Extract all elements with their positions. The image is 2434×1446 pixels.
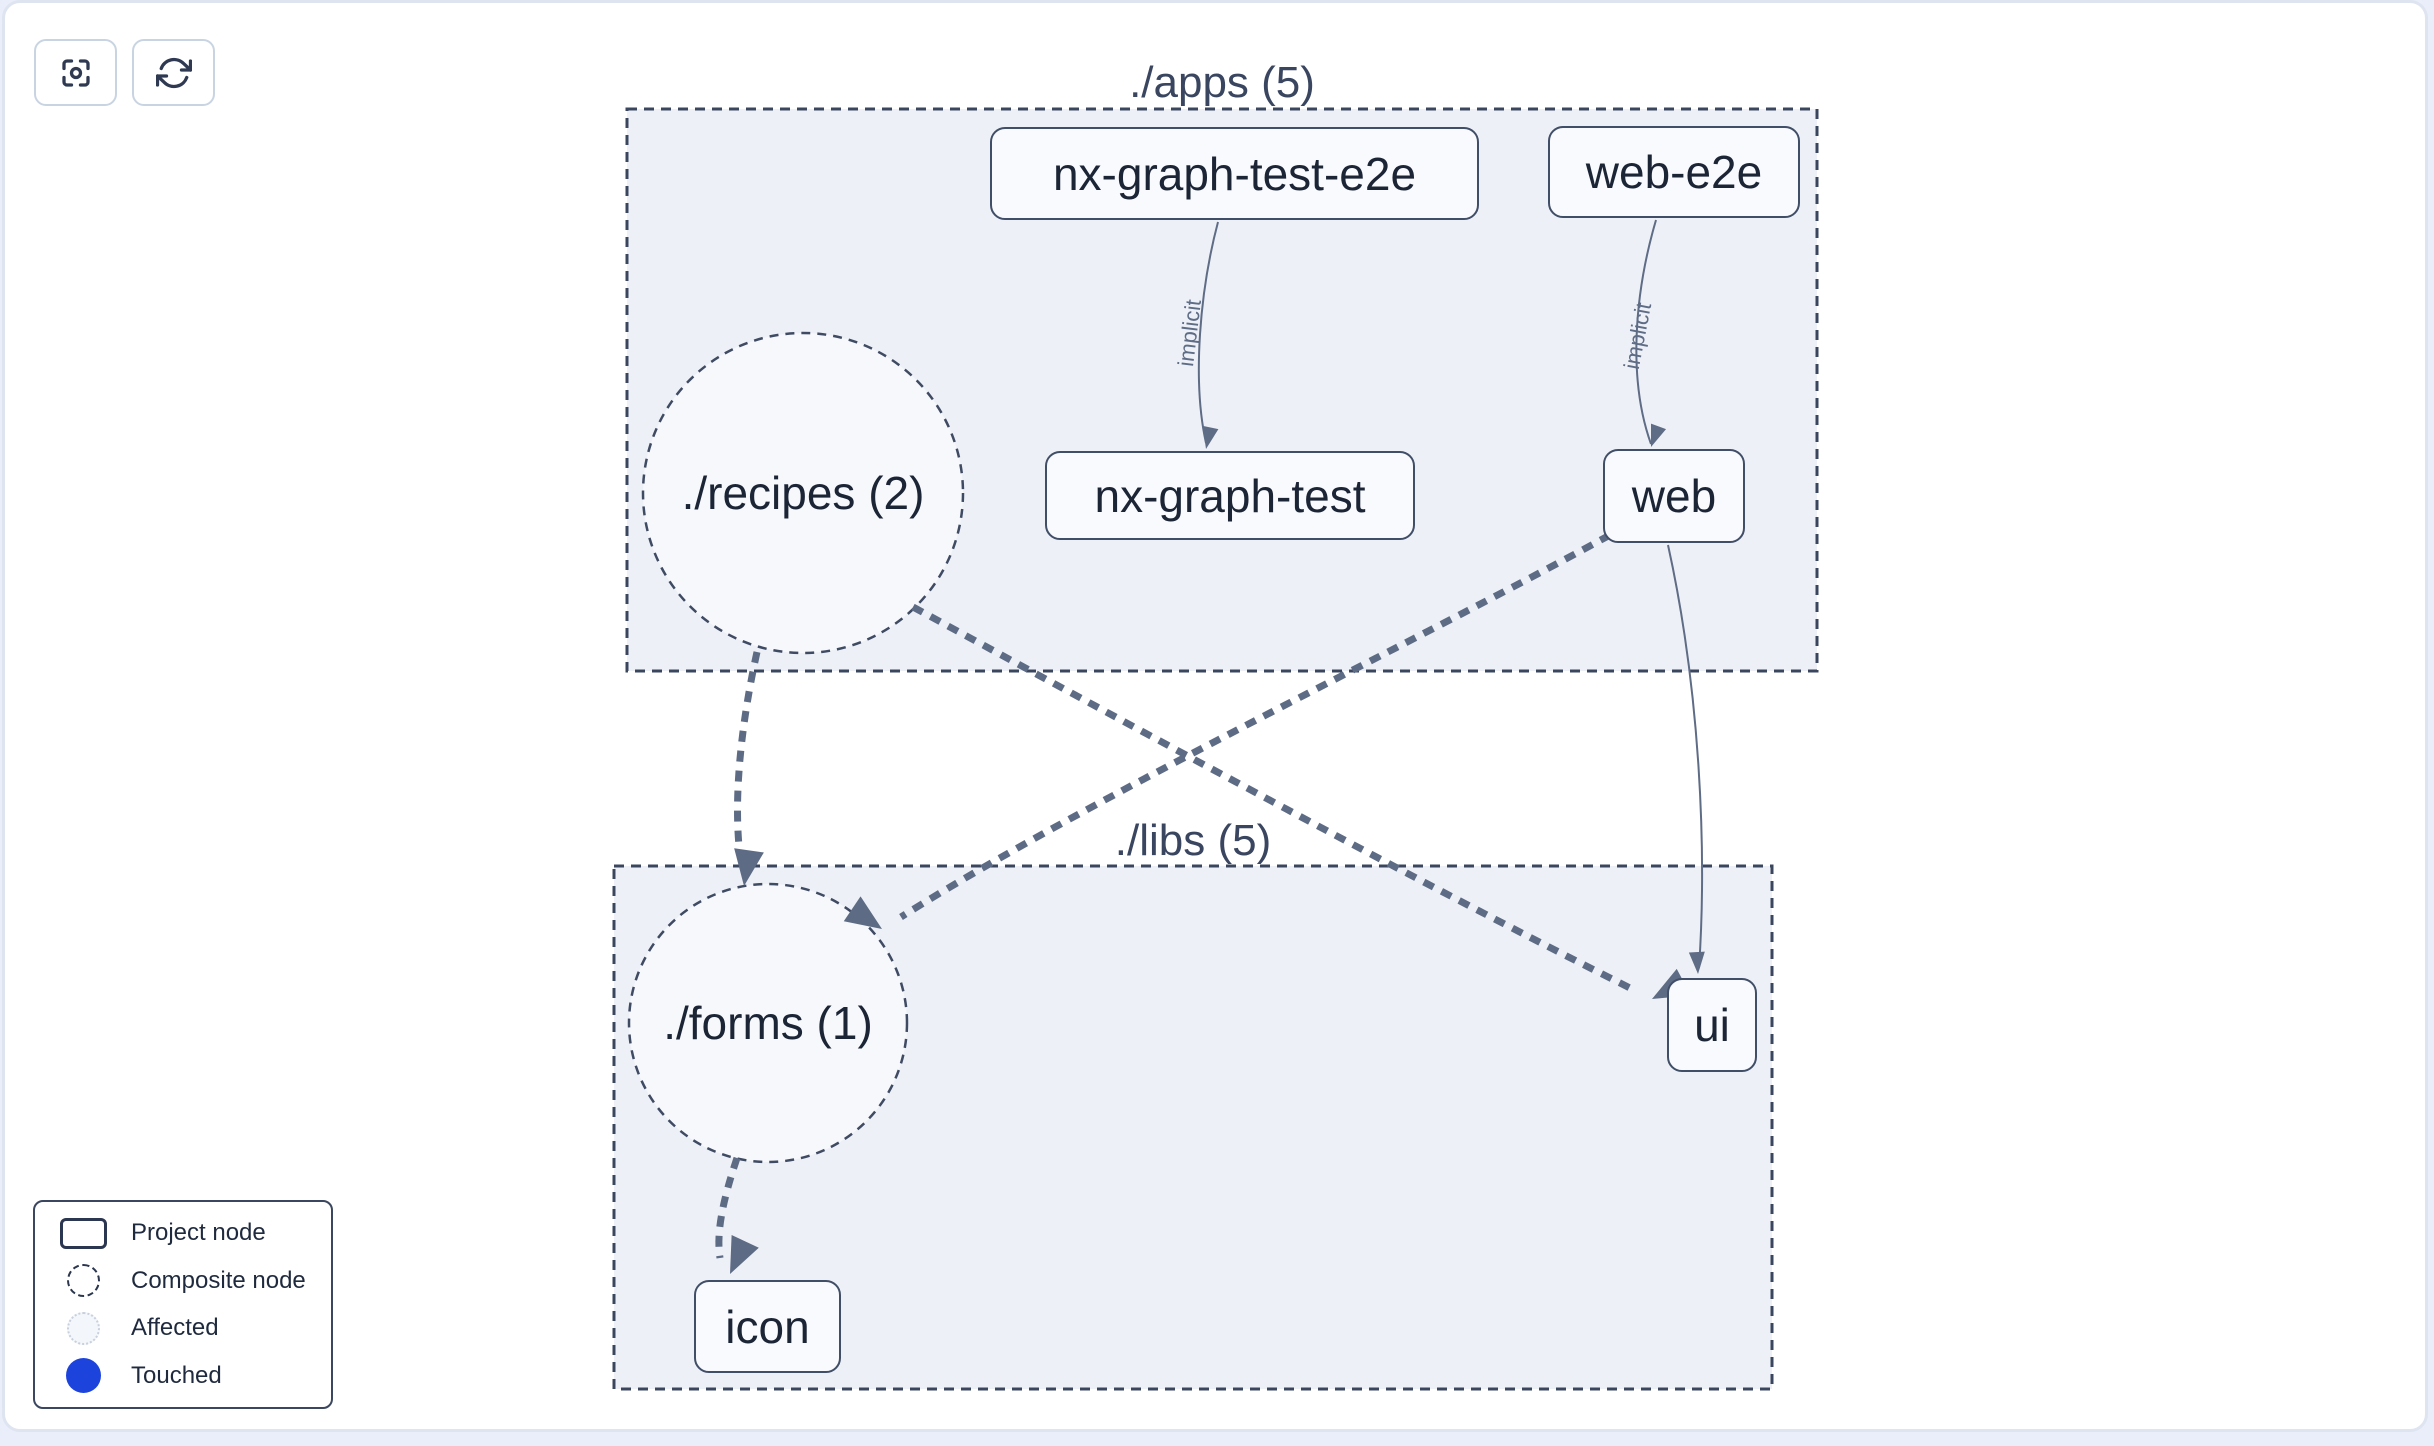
project-node-icon[interactable]: icon [694, 1280, 841, 1373]
cluster-title-libs: ./libs (5) [1114, 816, 1272, 865]
focus-button[interactable] [34, 39, 117, 106]
legend-item-touched: Touched [35, 1353, 331, 1399]
refresh-icon [155, 55, 192, 91]
refresh-button[interactable] [132, 39, 215, 106]
arrowhead-icon [1202, 425, 1219, 449]
edge-web-to-forms[interactable] [899, 531, 1612, 920]
project-node-ui[interactable]: ui [1667, 978, 1757, 1072]
edge-web-e2e-to-web[interactable] [1635, 219, 1657, 445]
project-node-swatch [59, 1217, 107, 1249]
affected-swatch [66, 1311, 100, 1345]
project-node-web[interactable]: web [1603, 449, 1745, 543]
arrowhead-icon [734, 848, 764, 886]
legend: Project node Composite node Affected Tou… [33, 1200, 333, 1409]
edge-recipes-to-ui[interactable] [911, 603, 1636, 994]
composite-label-forms[interactable]: ./forms (1) [663, 997, 873, 1049]
arrowhead-icon [843, 896, 882, 929]
project-node-web-e2e[interactable]: web-e2e [1548, 126, 1800, 218]
graph-toolbar [34, 39, 215, 106]
arrowhead-icon [1688, 951, 1705, 974]
legend-label: Composite node [131, 1266, 306, 1294]
focus-icon [58, 55, 94, 91]
composite-node-recipes[interactable] [641, 331, 965, 655]
legend-item-project-node: Project node [35, 1210, 331, 1256]
project-node-nx-graph-test-e2e[interactable]: nx-graph-test-e2e [990, 127, 1479, 220]
project-node-nx-graph-test[interactable]: nx-graph-test [1045, 451, 1415, 540]
arrowhead-icon [730, 1235, 759, 1274]
legend-label: Project node [131, 1219, 266, 1246]
composite-label-recipes[interactable]: ./recipes (2) [681, 467, 925, 519]
legend-item-affected: Affected [35, 1305, 331, 1351]
legend-item-composite-node: Composite node [35, 1258, 331, 1304]
edge-recipes-to-forms[interactable] [734, 651, 761, 847]
composite-node-swatch [66, 1264, 100, 1298]
edge-nx-graph-test-e2e-to-nx-graph-test[interactable] [1197, 221, 1219, 444]
composite-node-forms[interactable] [627, 882, 909, 1164]
edge-web-to-ui[interactable] [1667, 544, 1704, 969]
cluster-title-apps: ./apps (5) [1129, 58, 1315, 107]
legend-label: Touched [131, 1361, 222, 1389]
arrowhead-icon [1651, 423, 1667, 447]
legend-label: Affected [131, 1314, 219, 1342]
touched-swatch [65, 1358, 101, 1394]
